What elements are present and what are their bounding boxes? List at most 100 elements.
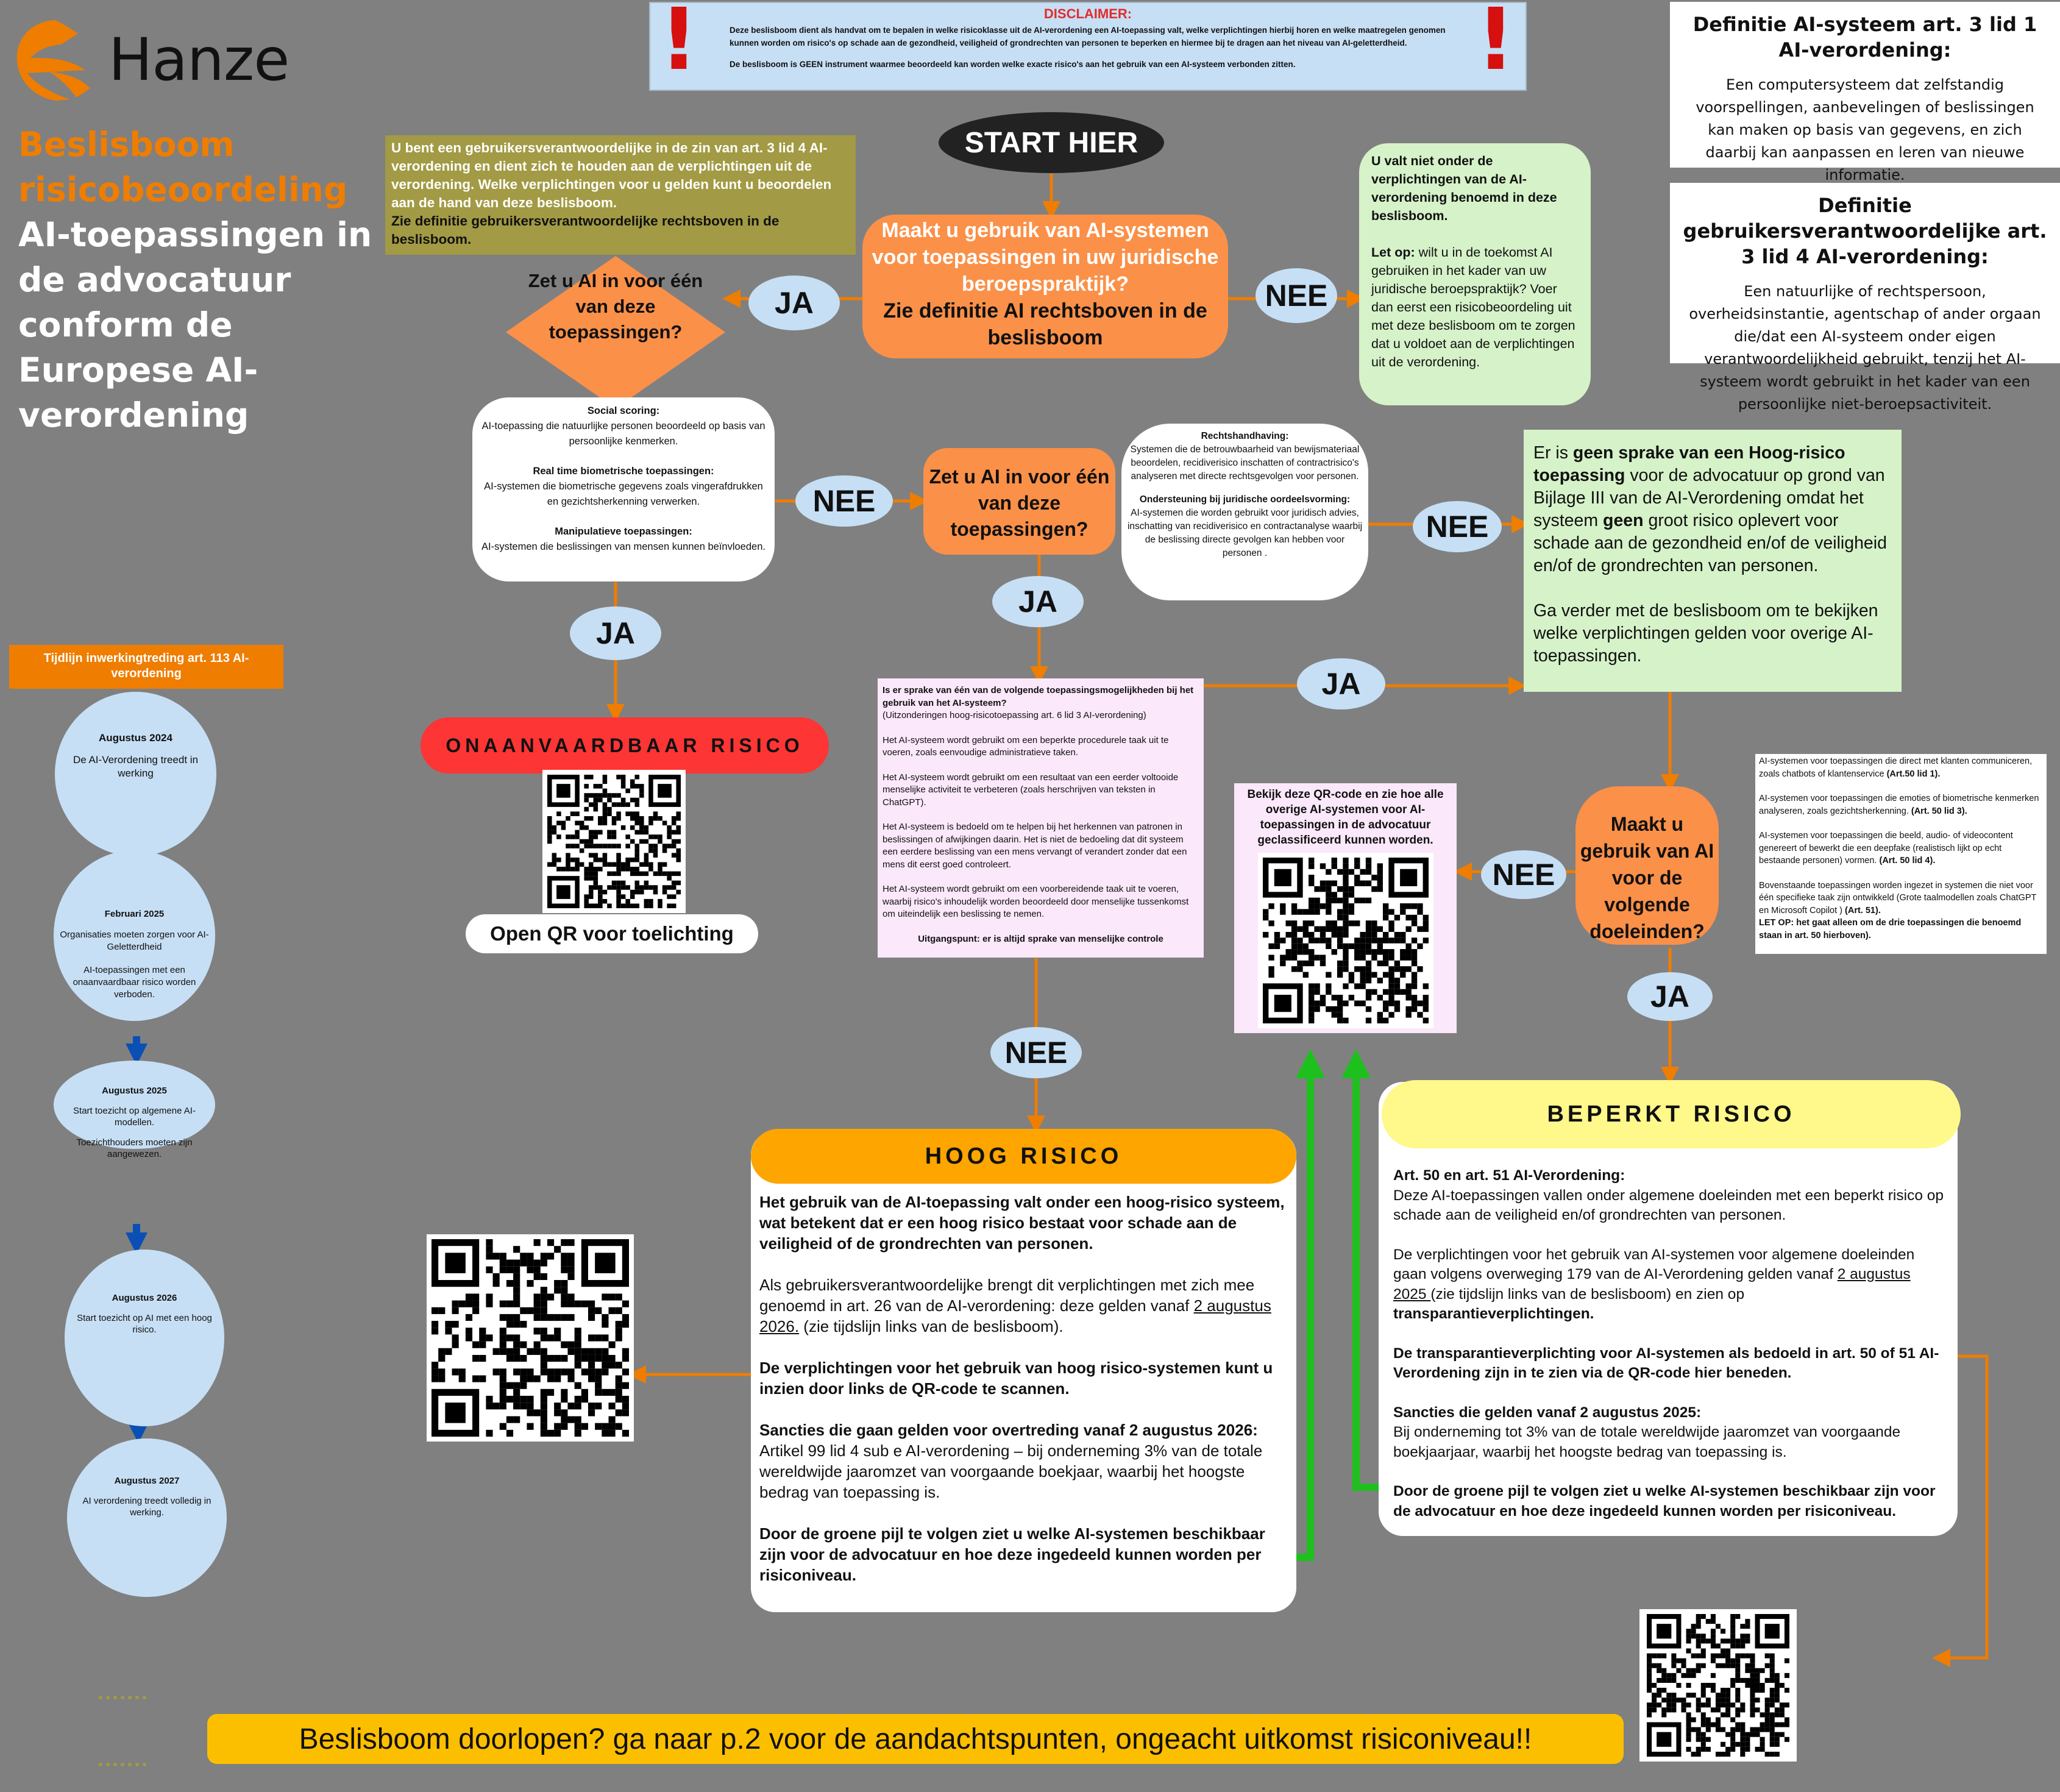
exceptions-sub: (Uitzonderingen hoog-risicotoepassing ar…	[883, 710, 1146, 720]
not-applicable-text: wilt u in de toekomst AI gebruiken in he…	[1371, 245, 1575, 369]
disclaimer-heading: DISCLAIMER:	[1043, 6, 1132, 21]
disclaimer-text: Deze beslisboom dient als handvat om te …	[730, 26, 1446, 48]
footer-banner[interactable]: Beslisboom doorlopen? ga naar p.2 voor d…	[207, 1714, 1624, 1764]
definition-text: Een natuurlijke of rechtspersoon, overhe…	[1689, 283, 2041, 413]
qr-code-overview[interactable]	[1257, 853, 1433, 1028]
exclamation-icon: !	[1476, 0, 1515, 90]
text: Als gebruikersverantwoordelijke brengt d…	[759, 1276, 1255, 1315]
list-item-ref: (Art. 50 lid 3).	[1911, 806, 1967, 816]
list-item-text: AI-systemen voor toepassingen die direct…	[1759, 756, 2033, 779]
exception-item: Het AI-systeem wordt gebruikt om een res…	[883, 772, 1179, 808]
let-op-label: Let op:	[1371, 245, 1415, 260]
question-uses-ai[interactable]: Maakt u gebruik van AI-systemen voor toe…	[862, 215, 1228, 358]
list-item-title: Manipulatieve toepassingen:	[555, 526, 692, 537]
question-purpose[interactable]: Maakt u gebruik van AI voor de volgende …	[1575, 786, 1719, 945]
no-high-risk-box: Er is geen sprake van een Hoog-risico to…	[1524, 430, 1902, 692]
timeline-text: AI verordening treedt volledig in werkin…	[82, 1496, 211, 1518]
list-item-title: Rechtshandhaving:	[1201, 431, 1289, 441]
question-high-risk[interactable]: Zet u AI in voor één van deze toepassing…	[923, 448, 1115, 555]
list-item-ref: (Art.50 lid 1).	[1886, 769, 1941, 779]
timeline-text: Start toezicht op AI met een hoog risico…	[77, 1313, 212, 1335]
exception-item: Het AI-systeem is bedoeld om te helpen b…	[883, 822, 1187, 870]
qr-code-unacceptable[interactable]	[542, 770, 686, 913]
question-text: Maakt u gebruik van AI-systemen voor toe…	[872, 219, 1219, 296]
label-nee: NEE	[1413, 501, 1502, 552]
text: (zie tijdslijn links van de beslisboom) …	[1430, 1285, 1745, 1303]
timeline-item: Augustus 2025 Start toezicht op algemene…	[54, 1061, 215, 1159]
timeline-text: De AI-Verordening treedt in werking	[73, 754, 199, 779]
page-subtitle: AI-toepassingen in de advocatuur conform…	[18, 215, 372, 435]
timeline-item: Augustus 2027 AI verordening treedt voll…	[67, 1438, 227, 1597]
label-ja: JA	[1627, 972, 1713, 1021]
open-qr-button[interactable]: Open QR voor toelichting	[466, 914, 758, 953]
purpose-list: AI-systemen voor toepassingen die direct…	[1755, 754, 2047, 954]
high-risk-obligations: De verplichtingen voor het gebruik van h…	[759, 1359, 1273, 1398]
label-nee: NEE	[795, 475, 893, 527]
list-item-text: AI-systemen die worden gebruikt voor jur…	[1127, 508, 1363, 558]
qr-overview-box: Bekijk deze QR-code en zie hoe alle over…	[1234, 783, 1457, 1033]
question-forbidden[interactable]: Zet u AI in voor één van deze toepassing…	[528, 270, 703, 343]
list-item-text: AI-systemen voor toepassingen die beeld,…	[1759, 831, 2013, 866]
green-arrow-hoog	[1296, 1049, 1325, 1561]
list-item-title: Real time biometrische toepassingen:	[533, 466, 714, 477]
exclamation-icon: !	[659, 0, 698, 90]
list-item-ref: (Art. 51).	[1845, 905, 1881, 916]
limited-risk-card: Art. 50 en art. 51 AI-Verordening: Deze …	[1379, 1082, 1958, 1536]
definition-text: Een computersysteem dat zelfstandig voor…	[1696, 76, 2034, 183]
decorative-dots	[99, 1696, 146, 1766]
date-link: 2 augustus 2026.	[759, 1296, 1271, 1335]
green-arrow-beperkt	[1341, 1049, 1379, 1491]
list-item-text: AI-systemen voor toepassingen die emotie…	[1759, 794, 2039, 816]
timeline-heading: Tijdlijn inwerkingtreding art. 113 AI-ve…	[9, 645, 283, 689]
limited-risk-intro: Deze AI-toepassingen vallen onder algeme…	[1393, 1187, 1944, 1224]
exception-item: Het AI-systeem wordt gebruikt om een voo…	[883, 884, 1189, 919]
text: groot risico oplevert voor schade aan de…	[1533, 511, 1887, 575]
disclaimer-box: DISCLAIMER: Deze beslisboom dient als ha…	[649, 2, 1527, 91]
qr-code-high-risk[interactable]	[427, 1234, 634, 1442]
exception-item: Het AI-systeem wordt gebruikt om een bep…	[883, 734, 1169, 758]
definition-ai-system: Definitie AI-systeem art. 3 lid 1 AI-ver…	[1670, 2, 2060, 183]
list-item-text: Bovenstaande toepassingen worden ingezet…	[1759, 880, 2037, 916]
timeline-date: Augustus 2025	[102, 1086, 167, 1096]
hanze-logo-icon	[16, 20, 90, 101]
list-item-text: Systemen die de betrouwbaarheid van bewi…	[1130, 444, 1360, 482]
definition-title: Definitie gebruikersverantwoordelijke ar…	[1683, 194, 2047, 268]
forbidden-applications-list: Social scoring: AI-toepassing die natuur…	[472, 397, 775, 581]
list-item-text: AI-systemen die beslissingen van mensen …	[481, 541, 765, 552]
sanctions-text: Artikel 99 lid 4 sub e AI-verordening – …	[759, 1442, 1263, 1501]
label-ja: JA	[570, 606, 661, 660]
qr-overview-text: Bekijk deze QR-code en zie hoe alle over…	[1247, 788, 1444, 847]
limited-risk-title: Art. 50 en art. 51 AI-Verordening:	[1393, 1167, 1625, 1184]
text-bold: geen sprake van een Hoog-risico toepassi…	[1533, 443, 1845, 485]
timeline-text: AI-toepassingen met een onaanvaardbaar r…	[73, 965, 196, 1000]
timeline-text: Toezichthouders moeten zijn aangewezen.	[76, 1137, 193, 1159]
deployer-note-text: U bent een gebruikersverantwoordelijke i…	[391, 140, 832, 210]
green-arrow-note: Door de groene pijl te volgen ziet u wel…	[1393, 1483, 1936, 1520]
purpose-note: LET OP: het gaat alleen om de drie toepa…	[1759, 918, 2022, 940]
label-ja: JA	[1297, 658, 1385, 709]
list-item-title: Social scoring:	[587, 405, 660, 416]
qr-code-limited-risk[interactable]	[1639, 1609, 1797, 1762]
timeline-item: Augustus 2026 Start toezicht op AI met e…	[65, 1250, 224, 1426]
exceptions-heading: Is er sprake van één van de volgende toe…	[883, 685, 1194, 708]
definition-deployer: Definitie gebruikersverantwoordelijke ar…	[1670, 183, 2060, 413]
text: (zie tijdslijn links van de beslisboom).	[799, 1317, 1064, 1335]
timeline-date: Augustus 2027	[114, 1476, 180, 1486]
continue-text: Ga verder met de beslisboom om te bekijk…	[1533, 601, 1878, 666]
sanctions-title: Sancties die gelden vanaf 2 augustus 202…	[1393, 1404, 1702, 1421]
list-item-title: Ondersteuning bij juridische oordeelsvor…	[1139, 494, 1351, 505]
deployer-note: U bent een gebruikersverantwoordelijke i…	[385, 135, 856, 255]
sanctions-text: Bij onderneming tot 3% van de totale wer…	[1393, 1424, 1901, 1460]
not-applicable-box: U valt niet onder de verplichtingen van …	[1359, 143, 1591, 405]
limited-risk-label: BEPERKT RISICO	[1382, 1080, 1961, 1148]
label-ja: JA	[748, 276, 840, 330]
timeline-date: Augustus 2024	[99, 732, 172, 744]
text: Er is	[1533, 443, 1573, 463]
text: voor de advocatuur op grond van Bijlage …	[1533, 466, 1885, 530]
list-item-ref: (Art. 50 lid 4).	[1879, 856, 1936, 866]
arrow-bep-qr	[1932, 1354, 1989, 1667]
start-node[interactable]: START HIER	[939, 112, 1164, 173]
high-risk-card: Het gebruik van de AI-toepassing valt on…	[751, 1131, 1296, 1612]
list-item-text: AI-toepassing die natuurlijke personen b…	[481, 421, 765, 447]
label-nee: NEE	[1256, 268, 1337, 323]
